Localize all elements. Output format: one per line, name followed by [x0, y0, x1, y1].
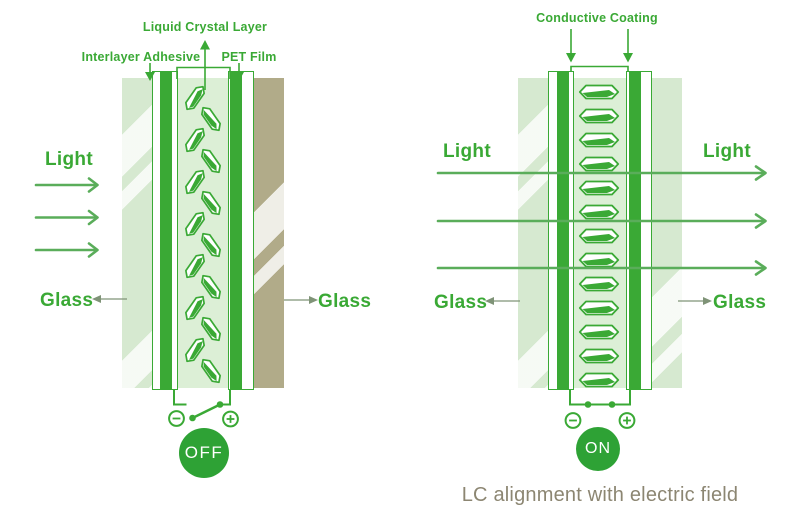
off-bracket	[176, 66, 231, 79]
on-light-right-label: Light	[703, 141, 751, 162]
off-state-badge: OFF	[179, 428, 229, 478]
on-light-rays	[436, 165, 767, 276]
liquid-crystal-layer-arrow	[200, 40, 210, 50]
plus-terminal-icon	[222, 410, 239, 428]
off-glass-right-label: Glass	[318, 291, 372, 312]
off-label-arrows	[145, 40, 244, 90]
off-circuit	[168, 390, 239, 428]
off-state-label: OFF	[184, 443, 224, 462]
pet-film-label: PET Film	[221, 50, 277, 64]
on-label-arrows	[566, 29, 633, 72]
liquid-crystal-layer-label: Liquid Crystal Layer	[142, 20, 268, 34]
off-glass-pane-right	[254, 78, 284, 388]
off-glass-pane-left	[122, 78, 152, 388]
on-glass-pointers	[485, 297, 712, 305]
on-crystals	[578, 84, 620, 388]
off-conductive-coating-right	[230, 72, 242, 389]
off-conductive-coating-left	[160, 72, 172, 389]
on-pet-film-right	[626, 71, 652, 390]
off-wire-right	[221, 390, 231, 406]
on-conductive-coating-left	[557, 72, 569, 389]
off-pet-film-right	[228, 71, 254, 390]
off-glass-pointers	[92, 295, 318, 304]
interlayer-adhesive-label: Interlayer Adhesive	[81, 50, 201, 64]
off-wire-left	[173, 390, 187, 406]
switch-lever-open	[191, 403, 221, 420]
on-light-left-label: Light	[443, 141, 491, 162]
switch-contact-dot	[608, 401, 616, 408]
off-light-rays	[34, 177, 99, 258]
on-state-badge: ON	[576, 427, 620, 471]
off-pet-film-left	[152, 71, 178, 390]
off-light-label: Light	[45, 149, 93, 170]
on-glass-pane-left	[518, 78, 548, 388]
on-state-label: ON	[585, 440, 611, 457]
on-glass-pane-right	[652, 78, 682, 388]
minus-terminal-icon	[168, 410, 185, 427]
conductive-coating-label: Conductive Coating	[536, 11, 658, 25]
on-circuit	[564, 390, 636, 429]
on-pet-film-left	[548, 71, 574, 390]
on-glass-left-label: Glass	[434, 292, 488, 313]
minus-terminal-icon	[564, 412, 582, 429]
on-conductive-coating-right	[629, 72, 641, 389]
on-bracket	[570, 65, 629, 72]
on-wires	[569, 390, 631, 406]
diagram-caption: LC alignment with electric field	[461, 484, 739, 506]
off-glass-left-label: Glass	[40, 290, 94, 311]
on-glass-right-label: Glass	[713, 292, 767, 313]
switch-contact-dot	[584, 401, 592, 408]
off-crystals	[182, 83, 224, 386]
plus-terminal-icon	[618, 412, 636, 429]
